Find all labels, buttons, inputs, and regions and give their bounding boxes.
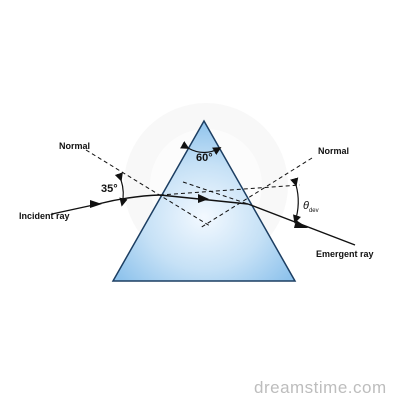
refracted-ray-arrow [198, 194, 209, 203]
normal-label-left: Normal [59, 141, 90, 151]
deviation-subscript: dev [309, 208, 319, 214]
apex-guide-line [182, 181, 249, 205]
apex-angle-label: 60° [196, 152, 213, 164]
watermark: dreamstime.com [254, 378, 387, 397]
incident-ray-label: Incident ray [19, 211, 70, 221]
apex-angle-arc [180, 141, 222, 155]
incidence-angle-arc [114, 172, 128, 207]
deviation-symbol: θ [303, 200, 309, 212]
normal-label-right: Normal [318, 146, 349, 156]
prism [111, 119, 297, 282]
incident-ray-arrow [90, 200, 102, 208]
normal-line-left [85, 149, 211, 227]
incident-ray-extension [159, 184, 301, 196]
deviation-angle-arc [290, 177, 302, 224]
incidence-angle-label: 35° [101, 183, 118, 195]
deviation-angle-label: θdev [303, 200, 319, 214]
emergent-ray-label: Emergent ray [316, 249, 374, 259]
emergent-ray-arrow [294, 220, 308, 228]
normal-line-right [199, 157, 313, 229]
